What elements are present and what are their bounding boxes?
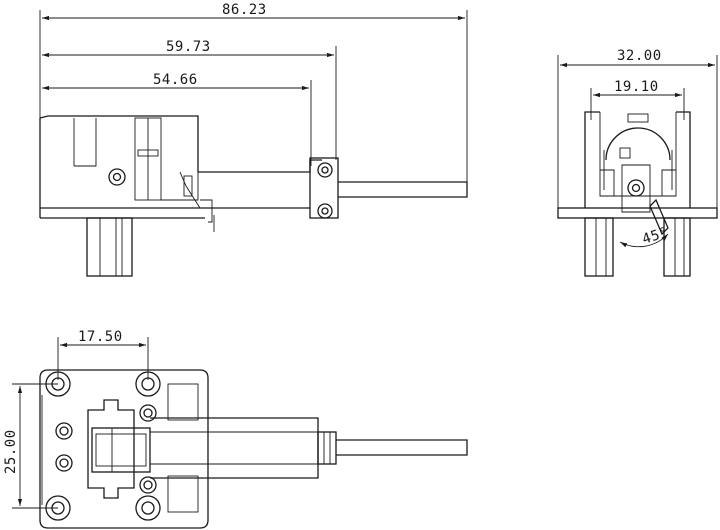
dim-overall-length: 86.23 — [39, 2, 468, 182]
dim-block-length: 54.66 — [42, 72, 312, 166]
dim-body-length-label: 59.73 — [166, 39, 211, 55]
dim-hole-spacing-x-label: 17.50 — [78, 329, 123, 345]
dim-overall-length-label: 86.23 — [222, 2, 267, 18]
dim-hole-spacing-y-label: 25.00 — [3, 429, 19, 474]
dim-front-inner-width-label: 19.10 — [614, 79, 659, 95]
dim-angle-label: 45° — [640, 224, 670, 247]
front-body — [557, 111, 718, 277]
dim-angle: 45° — [619, 224, 671, 248]
dim-front-width-label: 32.00 — [617, 48, 662, 64]
front-view: 32.00 19.10 — [557, 48, 718, 277]
top-view: 17.50 25.00 — [3, 329, 468, 529]
dim-front-inner-width: 19.10 — [590, 79, 685, 120]
dim-body-length: 59.73 — [42, 39, 337, 160]
dim-block-length-label: 54.66 — [153, 72, 198, 88]
dim-hole-spacing-x: 17.50 — [57, 329, 149, 380]
dim-hole-spacing-y: 25.00 — [3, 383, 58, 509]
side-body — [39, 115, 468, 277]
side-view: 86.23 59.73 54.66 — [39, 2, 468, 277]
top-body — [39, 369, 468, 529]
dim-front-width: 32.00 — [557, 48, 718, 218]
